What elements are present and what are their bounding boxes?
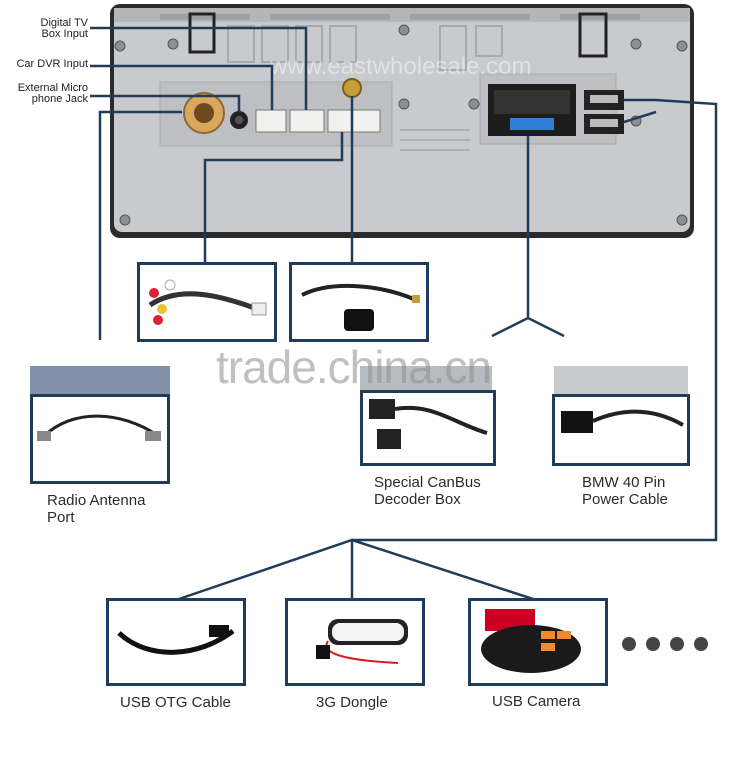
band-right xyxy=(554,366,688,394)
caption-radio-antenna-line2: Port xyxy=(47,509,75,526)
gps-antenna-image xyxy=(301,284,420,331)
label-digital-tv: Digital TV Box Input xyxy=(10,18,88,40)
caption-bmw-cable-line2: Power Cable xyxy=(582,491,668,508)
bmw-cable-image xyxy=(561,409,684,433)
caption-usb-camera: USB Camera xyxy=(492,693,581,710)
canbus-box xyxy=(360,390,496,466)
more-dot-4 xyxy=(694,637,708,651)
usb-otg-box xyxy=(106,598,246,686)
label-mic-line2: phone Jack xyxy=(31,93,88,105)
label-digital-tv-line1: Digital TV xyxy=(40,17,88,29)
av-cable-box xyxy=(137,262,277,342)
dongle-image xyxy=(316,619,408,664)
bmw-cable-box xyxy=(552,394,690,466)
caption-bmw-cable: BMW 40 Pin Power Cable xyxy=(582,474,668,508)
more-dot-1 xyxy=(622,637,636,651)
av-cable-image xyxy=(148,279,267,325)
label-digital-tv-line2: Box Input xyxy=(41,28,88,40)
gps-antenna-box xyxy=(289,262,429,342)
usb-otg-image xyxy=(117,625,235,655)
head-unit-panel xyxy=(110,4,694,238)
caption-canbus: Special CanBus Decoder Box xyxy=(374,474,481,508)
band-mid xyxy=(360,366,492,394)
caption-radio-antenna: Radio Antenna Port xyxy=(47,492,145,526)
label-car-dvr: Car DVR Input xyxy=(16,58,88,70)
caption-dongle: 3G Dongle xyxy=(316,694,388,711)
canbus-image xyxy=(369,399,488,449)
more-dot-2 xyxy=(646,637,660,651)
radio-antenna-box xyxy=(30,394,170,484)
dongle-box xyxy=(285,598,425,686)
usb-camera-box xyxy=(468,598,608,686)
caption-radio-antenna-line1: Radio Antenna xyxy=(47,492,146,509)
band-left xyxy=(30,366,170,394)
unit-watermark: www.eastwholesale.com xyxy=(269,53,531,80)
caption-canbus-line1: Special CanBus xyxy=(374,474,481,491)
caption-canbus-line2: Decoder Box xyxy=(374,491,461,508)
caption-bmw-cable-line1: BMW 40 Pin xyxy=(582,474,666,491)
radio-antenna-image xyxy=(37,414,161,441)
caption-usb-otg: USB OTG Cable xyxy=(120,694,231,711)
leader-lines xyxy=(90,26,718,602)
more-dot-3 xyxy=(670,637,684,651)
usb-camera-image xyxy=(481,609,581,673)
label-mic: External Micro phone Jack xyxy=(10,83,88,105)
label-mic-line1: External Micro xyxy=(17,82,88,94)
watermark: trade.china.cn xyxy=(216,341,492,393)
